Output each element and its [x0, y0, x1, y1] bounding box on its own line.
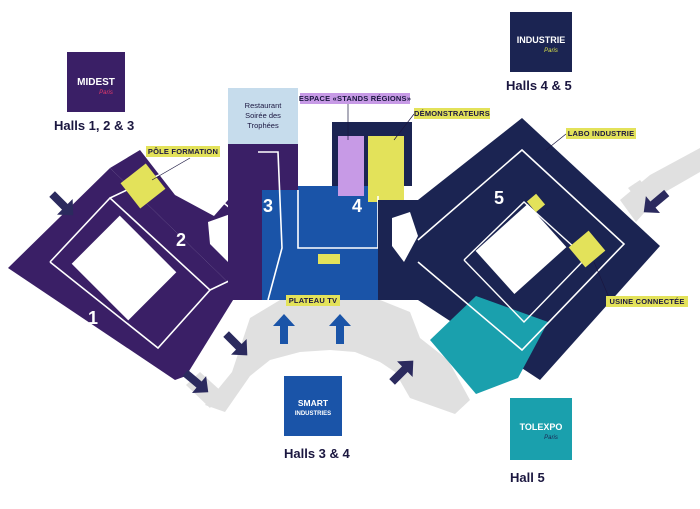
svg-text:INDUSTRIES: INDUSTRIES [295, 411, 331, 417]
svg-text:PLATEAU TV: PLATEAU TV [289, 296, 338, 305]
walkway-south [205, 300, 470, 414]
restaurant-line2: Soirée des [245, 111, 281, 120]
label-espace-regions: ESPACE «STANDS RÉGIONS» [299, 93, 411, 104]
entrance-arrow-icon [389, 360, 414, 385]
hall-5-void [475, 204, 567, 294]
svg-text:SMART: SMART [298, 398, 329, 408]
svg-text:USINE CONNECTÉE: USINE CONNECTÉE [609, 297, 684, 306]
hall-4-void [392, 212, 418, 262]
hall-3-number: 3 [263, 196, 273, 216]
tolexpo-caption: Hall 5 [510, 470, 545, 485]
hall-4-smart [298, 186, 378, 300]
hall-4-area [297, 122, 418, 300]
label-pole-formation: PÔLE FORMATION [146, 146, 220, 157]
entrance-arrow-icon [329, 314, 351, 344]
svg-text:ESPACE «STANDS RÉGIONS»: ESPACE «STANDS RÉGIONS» [299, 94, 411, 103]
entrance-arrows [49, 189, 670, 393]
midest-caption: Halls 1, 2 & 3 [54, 118, 134, 133]
label-labo-industrie: LABO INDUSTRIE [566, 128, 636, 139]
leader-lines [151, 104, 611, 301]
leader-labo [545, 133, 567, 151]
svg-text:LABO INDUSTRIE: LABO INDUSTRIE [568, 129, 635, 138]
hall-3-area [228, 88, 298, 301]
hall-5-area [417, 118, 660, 394]
hall-3-lower-left [228, 190, 262, 300]
hall-5-corridor [417, 148, 626, 352]
svg-text:INDUSTRIE: INDUSTRIE [517, 35, 566, 45]
usine-connectee-block [568, 230, 606, 268]
entrance-arrow-icon [182, 369, 209, 393]
restaurant-line3: Trophées [247, 121, 279, 130]
svg-text:TOLEXPO: TOLEXPO [520, 422, 563, 432]
svg-text:Paris: Paris [544, 435, 558, 441]
restaurant-block [228, 88, 298, 144]
walkway-east [620, 148, 700, 222]
demonstrateurs-block [368, 136, 404, 202]
hall-5-number: 5 [494, 188, 504, 208]
entrance-arrow-icon [49, 191, 74, 216]
svg-text:Paris: Paris [544, 48, 558, 54]
label-demonstrateurs: DÉMONSTRATEURS [414, 108, 490, 119]
label-plateau-tv: PLATEAU TV [286, 295, 340, 306]
tolexpo-zone [430, 296, 548, 394]
hall-1-void [71, 215, 177, 321]
leader-demonstrateurs [393, 113, 415, 141]
restaurant-line1: Restaurant [245, 101, 283, 110]
hall-5-stand [526, 193, 546, 213]
industrie-logo: INDUSTRIE Paris [510, 12, 572, 72]
leader-usine [593, 261, 611, 301]
industrie-caption: Halls 4 & 5 [506, 78, 572, 93]
hall-3-top [228, 144, 298, 190]
hall-2-number: 2 [176, 230, 186, 250]
hall-4-stand [318, 254, 340, 264]
walkway-east-2 [628, 180, 650, 200]
hall-4-number: 4 [352, 196, 362, 216]
hall-3-corridor [258, 151, 283, 301]
svg-text:Paris: Paris [99, 90, 113, 96]
smart-industries-logo: SMART INDUSTRIES [284, 376, 342, 436]
espace-regions-block [338, 136, 364, 196]
svg-text:DÉMONSTRATEURS: DÉMONSTRATEURS [414, 109, 490, 118]
hall-1-number: 1 [88, 308, 98, 328]
label-usine-connectee: USINE CONNECTÉE [606, 296, 688, 307]
midest-logo: MIDEST Paris [67, 52, 125, 112]
entrance-arrow-icon [643, 189, 670, 213]
svg-text:PÔLE FORMATION: PÔLE FORMATION [148, 147, 218, 156]
leader-pole-formation [151, 157, 191, 181]
entrance-arrow-icon [223, 331, 248, 356]
tolexpo-logo: TOLEXPO Paris [510, 398, 572, 460]
pole-formation-block [120, 163, 166, 209]
smart-caption: Halls 3 & 4 [284, 446, 351, 461]
svg-text:MIDEST: MIDEST [77, 77, 115, 88]
entrance-arrow-icon [273, 314, 295, 344]
